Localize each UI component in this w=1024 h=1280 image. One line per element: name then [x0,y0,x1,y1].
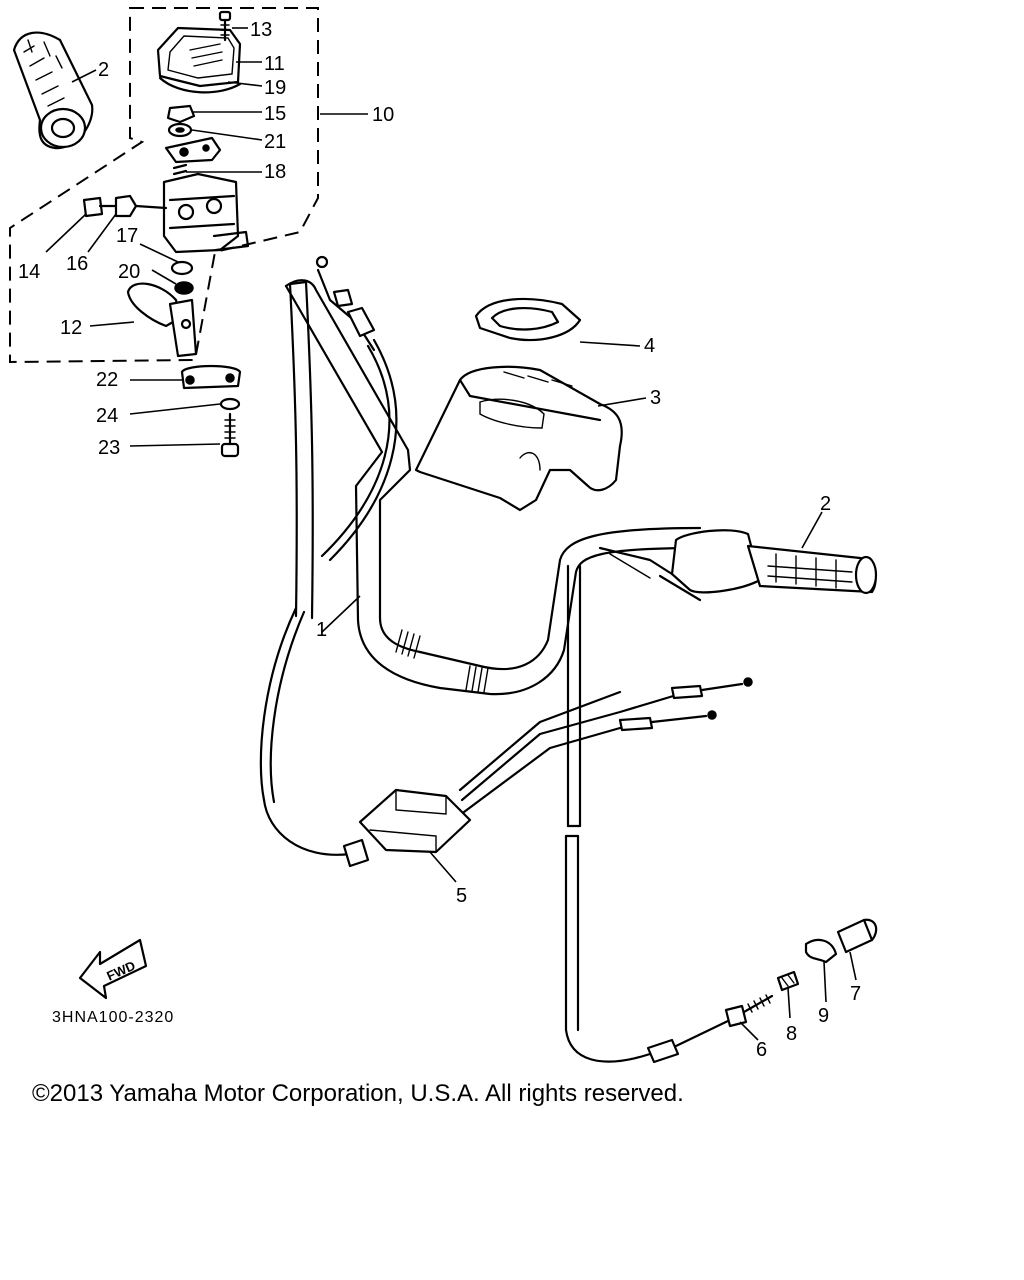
assembly-group-outline [9,7,319,364]
part-label-8: 8 [786,1023,797,1045]
part-label-1: 1 [316,619,327,641]
throttle-cover [156,26,242,94]
right-grip [746,544,878,595]
brake-cable-end [646,994,774,1064]
lock-washer [219,397,241,411]
part-label-23: 23 [98,437,120,459]
part-label-6: 6 [756,1039,767,1061]
part-label-11: 11 [264,53,285,75]
left-sleeve-top [288,280,314,620]
throttle-housing [162,172,250,254]
cable-ends [618,677,753,732]
part-label-9: 9 [818,1005,829,1027]
o-ring [170,260,194,276]
part-label-5: 5 [456,885,467,907]
washer [167,122,193,138]
part-label-19: 19 [264,77,286,99]
cable-sleeve-right [564,564,652,1063]
part-label-12: 12 [60,317,82,339]
part-label-18: 18 [264,161,286,183]
part-label-16: 16 [66,253,88,275]
throttle-lever-plate [164,136,222,164]
copyright-notice: ©2013 Yamaha Motor Corporation, U.S.A. A… [32,1080,684,1107]
part-label-22: 22 [96,369,118,391]
adjuster-nut [114,194,168,218]
exploded-parts-diagram: FWD 2 13 11 19 15 10 21 [9,7,878,1064]
diagram-code: 3HNA100-2320 [52,1009,174,1026]
part-label-15: 15 [264,103,286,125]
fwd-arrow-icon: FWD [78,938,148,1000]
nut [166,104,196,124]
leader-lines [45,27,857,1041]
collar [174,281,194,295]
handlebar-clamp [180,364,242,390]
left-grip [12,31,94,150]
part-label-17: 17 [116,225,138,247]
clamp-bolt [220,412,240,458]
cover-gasket [474,297,582,342]
housing-screw [82,196,122,218]
part-label-13: 13 [250,19,272,41]
part-label-24: 24 [96,405,118,427]
handlebar [284,279,702,696]
part-label-14: 14 [18,261,40,283]
throttle-cable-upper [315,255,398,562]
throttle-lever [126,282,198,358]
part-label-20: 20 [118,261,140,283]
part-label-2-left: 2 [98,59,109,81]
cable-holder [836,918,878,954]
spring [172,163,188,188]
part-label-10: 10 [372,104,394,126]
right-throttle-housing [598,529,762,602]
handlebar-cover [414,365,623,512]
part-label-7: 7 [850,983,861,1005]
cover-screw [218,10,232,42]
part-label-3: 3 [650,387,661,409]
part-label-4: 4 [644,335,655,357]
part-label-2-right: 2 [820,493,831,515]
clip [804,938,838,964]
cable-sleeve-left [259,606,352,856]
adjuster [776,970,800,992]
part-label-21: 21 [264,131,286,153]
part-labels: 2 13 11 19 15 10 21 18 17 14 16 20 12 22… [18,19,861,1061]
cable-junction [342,690,682,868]
